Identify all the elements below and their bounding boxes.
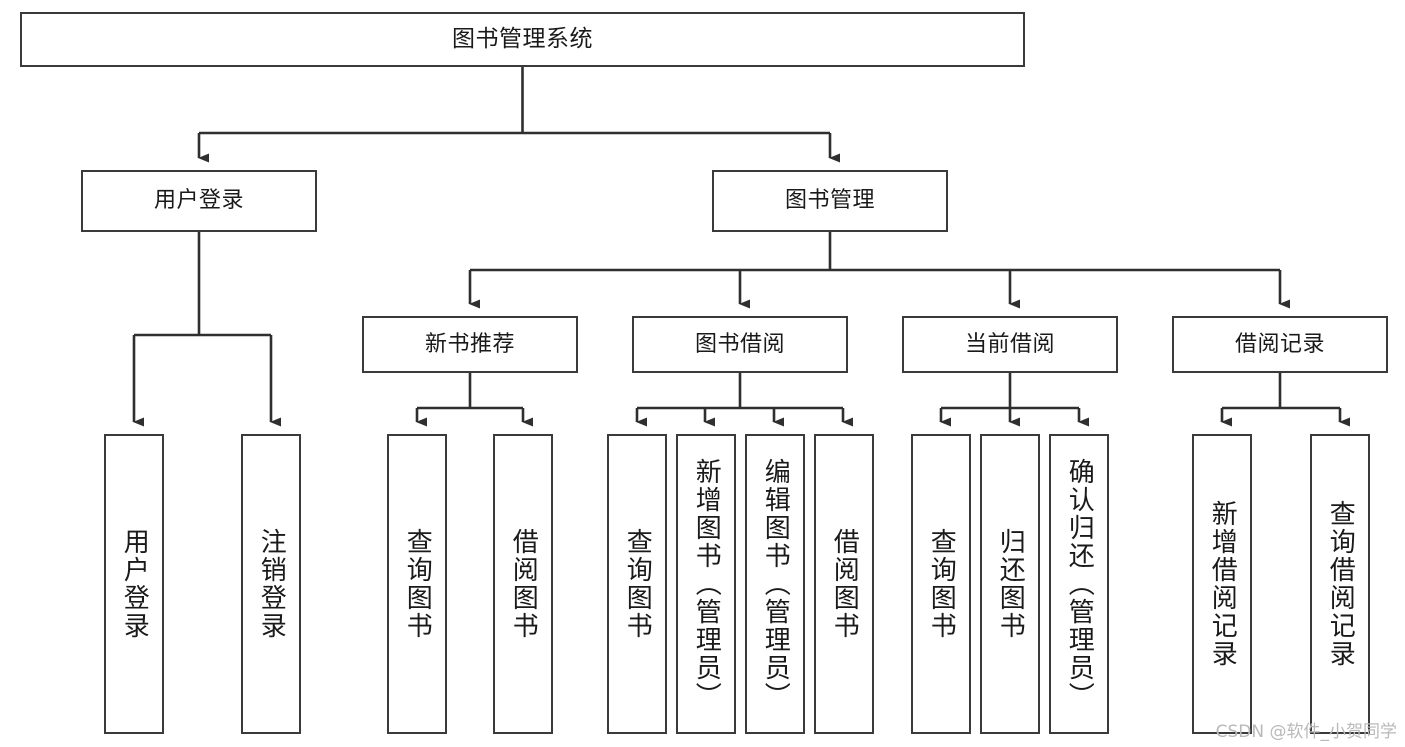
node-label: 图书管理 [784, 188, 875, 214]
node-book-borrow[interactable]: 图书借阅 [632, 316, 848, 373]
leaf-new-book-query[interactable]: 查询图书 [387, 434, 447, 734]
node-label: 图书管理系统 [452, 25, 593, 52]
leaf-user-login-signout[interactable]: 注销登录 [241, 434, 301, 734]
node-label: 查询图书 [926, 528, 957, 640]
node-label: 编辑图书（管理员） [760, 458, 791, 710]
node-label: 新增借阅记录 [1207, 500, 1238, 668]
leaf-user-login-signin[interactable]: 用户登录 [104, 434, 164, 734]
node-label: 用户登录 [153, 188, 244, 214]
node-label: 查询图书 [622, 528, 653, 640]
node-label: 新增图书（管理员） [691, 458, 722, 710]
leaf-current-borrow-confirm-return[interactable]: 确认归还（管理员） [1049, 434, 1109, 734]
leaf-borrow-record-add[interactable]: 新增借阅记录 [1192, 434, 1252, 734]
leaf-borrow-record-query[interactable]: 查询借阅记录 [1310, 434, 1370, 734]
node-label: 查询借阅记录 [1325, 500, 1356, 668]
leaf-current-borrow-return[interactable]: 归还图书 [980, 434, 1040, 734]
node-book-management[interactable]: 图书管理 [712, 170, 948, 232]
leaf-book-borrow-add[interactable]: 新增图书（管理员） [676, 434, 736, 734]
node-user-login[interactable]: 用户登录 [81, 170, 317, 232]
node-label: 用户登录 [119, 528, 150, 640]
node-label: 图书借阅 [694, 331, 785, 357]
node-label: 归还图书 [995, 528, 1026, 640]
node-new-book-recommend[interactable]: 新书推荐 [362, 316, 578, 373]
node-label: 新书推荐 [424, 331, 515, 357]
node-label: 当前借阅 [964, 331, 1055, 357]
leaf-new-book-borrow[interactable]: 借阅图书 [493, 434, 553, 734]
node-label: 确认归还（管理员） [1064, 458, 1095, 710]
leaf-current-borrow-query[interactable]: 查询图书 [911, 434, 971, 734]
node-root[interactable]: 图书管理系统 [20, 12, 1025, 67]
node-label: 注销登录 [256, 528, 287, 640]
leaf-book-borrow-edit[interactable]: 编辑图书（管理员） [745, 434, 805, 734]
node-label: 借阅图书 [508, 528, 539, 640]
leaf-book-borrow-lend[interactable]: 借阅图书 [814, 434, 874, 734]
node-borrow-record[interactable]: 借阅记录 [1172, 316, 1388, 373]
node-current-borrow[interactable]: 当前借阅 [902, 316, 1118, 373]
node-label: 借阅记录 [1234, 331, 1325, 357]
node-label: 借阅图书 [829, 528, 860, 640]
leaf-book-borrow-query[interactable]: 查询图书 [607, 434, 667, 734]
node-label: 查询图书 [402, 528, 433, 640]
